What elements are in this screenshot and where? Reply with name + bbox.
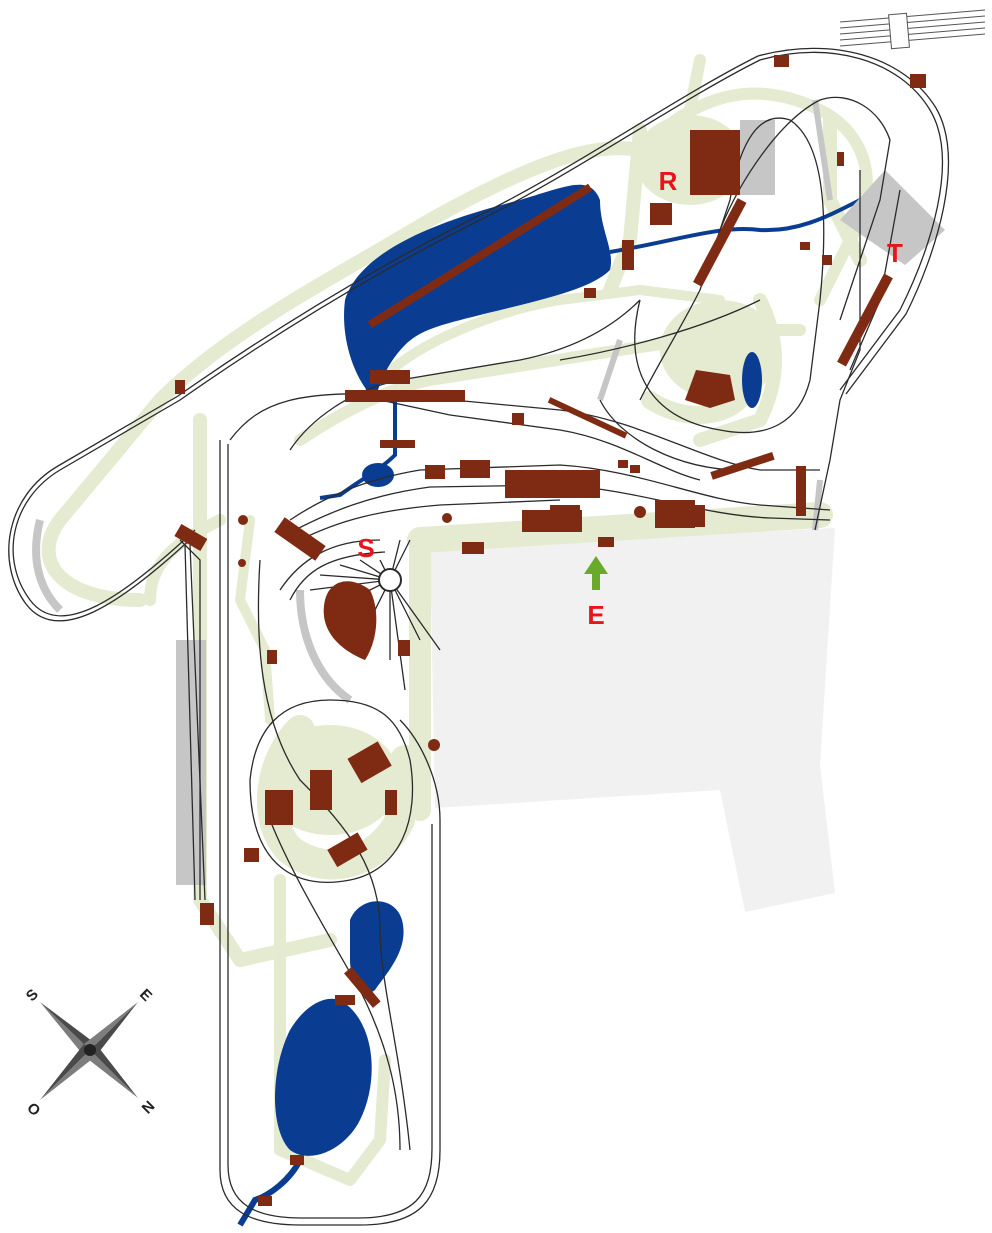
entrance-arrow-icon <box>584 556 608 590</box>
platforms <box>32 99 945 885</box>
south-stream <box>237 1158 303 1227</box>
label-t: T <box>887 238 903 268</box>
compass-south: S <box>23 986 42 1005</box>
compass-rose-icon: S E N O <box>23 986 158 1119</box>
north-lake <box>344 184 612 400</box>
south-pond <box>275 998 372 1156</box>
track-end-marker <box>839 9 986 50</box>
paved-area <box>430 528 835 912</box>
label-r: R <box>659 166 678 196</box>
south-pond-upper <box>350 901 404 993</box>
bridges <box>344 183 893 1008</box>
canal <box>609 198 861 254</box>
buildings <box>174 55 926 1206</box>
label-e: E <box>587 600 604 630</box>
water <box>237 184 861 1227</box>
label-s: S <box>357 533 374 563</box>
compass-west: O <box>24 1098 45 1119</box>
compass-east: E <box>136 986 155 1005</box>
compass-north: N <box>138 1097 158 1117</box>
turntable <box>378 568 402 592</box>
rail-tracks <box>8 47 950 1226</box>
